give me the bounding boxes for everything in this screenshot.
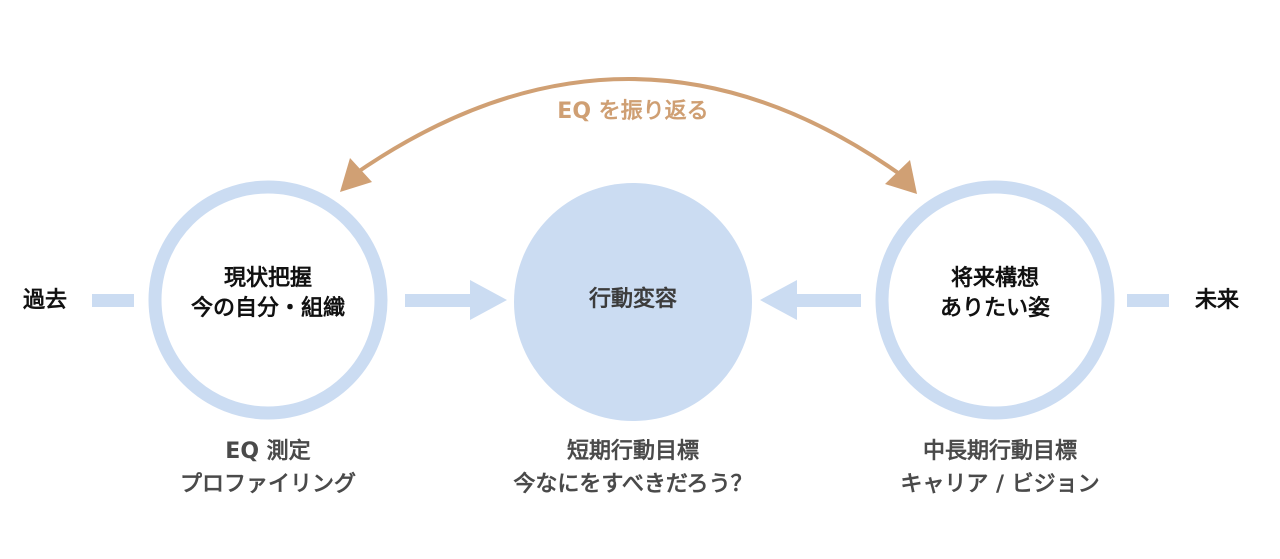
- arc-arrowhead-left: [340, 158, 372, 192]
- left-ring: [148, 180, 388, 420]
- center-circle-label: 行動変容: [588, 287, 677, 312]
- center-disc: [514, 183, 752, 421]
- right-circle-line1: 将来構想: [950, 266, 1039, 291]
- left-caption: EQ 測定 プロファイリング: [138, 435, 398, 501]
- arrow-right-to-center: [760, 280, 861, 320]
- arc-arrowhead-right: [885, 160, 917, 194]
- left-circle-line2: 今の自分・組織: [190, 295, 345, 321]
- center-caption: 短期行動目標 今なにをすべきだろう？: [458, 435, 808, 501]
- past-label: 過去: [22, 288, 67, 313]
- reflection-arc: [340, 77, 917, 194]
- left-circle-line1: 現状把握: [223, 266, 312, 291]
- past-dash: [92, 294, 134, 307]
- arrow-left-to-center: [405, 280, 507, 320]
- right-circle-line2: ありたい姿: [939, 295, 1050, 321]
- right-ring: [875, 180, 1115, 420]
- future-dash: [1127, 294, 1169, 307]
- right-caption: 中長期行動目標 キャリア / ビジョン: [855, 435, 1145, 501]
- left-caption-line1: EQ 測定: [225, 439, 311, 464]
- center-caption-line1: 短期行動目標: [566, 439, 699, 464]
- right-circle-text: 将来構想 ありたい姿: [885, 264, 1105, 323]
- right-caption-line2: キャリア / ビジョン: [900, 472, 1100, 497]
- left-circle-text: 現状把握 今の自分・組織: [158, 264, 378, 323]
- arc-label: EQ を振り返る: [557, 99, 709, 124]
- right-caption-line1: 中長期行動目標: [922, 439, 1077, 464]
- center-caption-line2: 今なにをすべきだろう？: [513, 472, 753, 497]
- future-label: 未来: [1194, 288, 1239, 313]
- left-caption-line2: プロファイリング: [179, 472, 356, 497]
